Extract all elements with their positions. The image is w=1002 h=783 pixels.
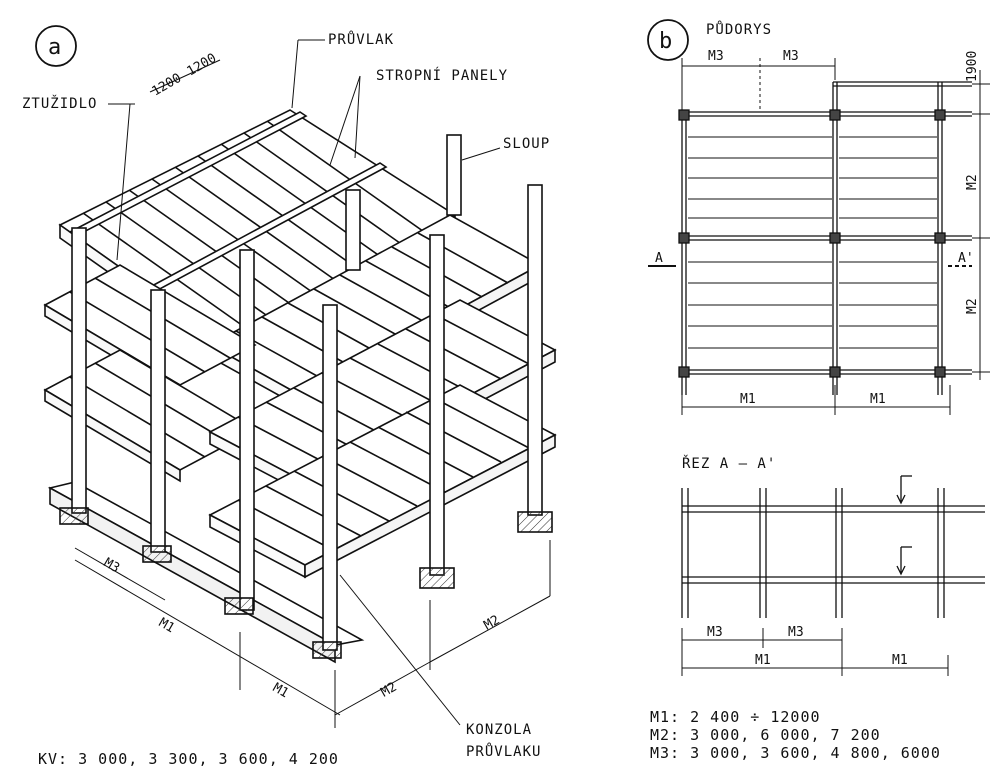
dimension-lines-a (74, 59, 551, 728)
column (446, 134, 462, 216)
dim-m3: M3 (101, 555, 122, 576)
column (345, 189, 361, 271)
kv-footnote: KV: 3 000, 3 300, 3 600, 4 200 (38, 750, 339, 768)
dim-m1-corner: M1 (270, 680, 291, 701)
panel-width-1: 1200 (150, 71, 185, 100)
plan-dim-m1-2: M1 (870, 392, 886, 407)
plan-dim-m3-1: M3 (708, 49, 724, 64)
panel-b-letter: b (659, 29, 672, 54)
footing (59, 507, 89, 525)
columns (71, 134, 543, 651)
plan-title: PŮDORYS (706, 20, 772, 38)
plan-dim-m3-2: M3 (783, 49, 799, 64)
sloup-label: SLOUP (503, 136, 550, 152)
section-dimensions (681, 628, 949, 676)
footings (59, 507, 553, 659)
section-mark-a-prime: A' (958, 251, 974, 266)
column (322, 304, 338, 651)
section-drawing (681, 475, 985, 618)
dim-m1-front: M1 (156, 615, 177, 636)
panel-a: a (35, 25, 557, 728)
panel-b-label (647, 19, 689, 61)
plan-dim-m2-1: M2 (965, 174, 980, 190)
plan-dim-1900: 1900 (965, 51, 980, 82)
dim-m2-corner: M2 (379, 680, 400, 701)
dim-m2-side: M2 (482, 613, 503, 634)
stropni-panely-label: STROPNÍ PANELY (376, 67, 508, 84)
ztuzidlo-label: ZTUŽIDLO (22, 94, 97, 112)
section-dim-m1-1: M1 (755, 653, 771, 668)
panel-b (647, 19, 990, 676)
footing (517, 511, 553, 533)
plan-dimensions (648, 58, 990, 415)
footing (142, 545, 172, 563)
panel-width-2: 1200 (185, 51, 220, 80)
column (239, 249, 255, 611)
footing (224, 597, 254, 615)
section-mark-a: A (655, 251, 663, 266)
konzola-label-1: KONZOLA (466, 722, 532, 738)
column (71, 227, 87, 514)
column (527, 184, 543, 516)
plan-dim-m2-2: M2 (965, 298, 980, 314)
floor-plan (678, 81, 972, 395)
panel-a-text: PRŮVLAK STROPNÍ PANELY ZTUŽIDLO SLOUP 12… (22, 30, 550, 768)
legend-line-2: M2: 3 000, 6 000, 7 200 (650, 726, 881, 744)
panel-b-text: b PŮDORYS M3 M3 1900 M2 M2 M1 M1 A A' ŘE… (650, 20, 980, 762)
konzola-label-2: PRŮVLAKU (466, 742, 541, 760)
plan-dim-m1-1: M1 (740, 392, 756, 407)
legend-line-3: M3: 3 000, 3 600, 4 800, 6000 (650, 744, 941, 762)
section-title: ŘEZ A – A' (682, 455, 776, 472)
footing (419, 567, 455, 589)
footing (312, 641, 342, 659)
legend-line-1: M1: 2 400 ÷ 12000 (650, 708, 821, 726)
leader-lines (108, 39, 501, 726)
column (150, 289, 166, 553)
column (429, 234, 445, 576)
section-dim-m3-1: M3 (707, 625, 723, 640)
pruvlak-label: PRŮVLAK (328, 30, 394, 48)
section-dim-m1-2: M1 (892, 653, 908, 668)
panel-a-label: a (35, 25, 77, 67)
panel-a-letter: a (48, 35, 63, 60)
section-dim-m3-2: M3 (788, 625, 804, 640)
